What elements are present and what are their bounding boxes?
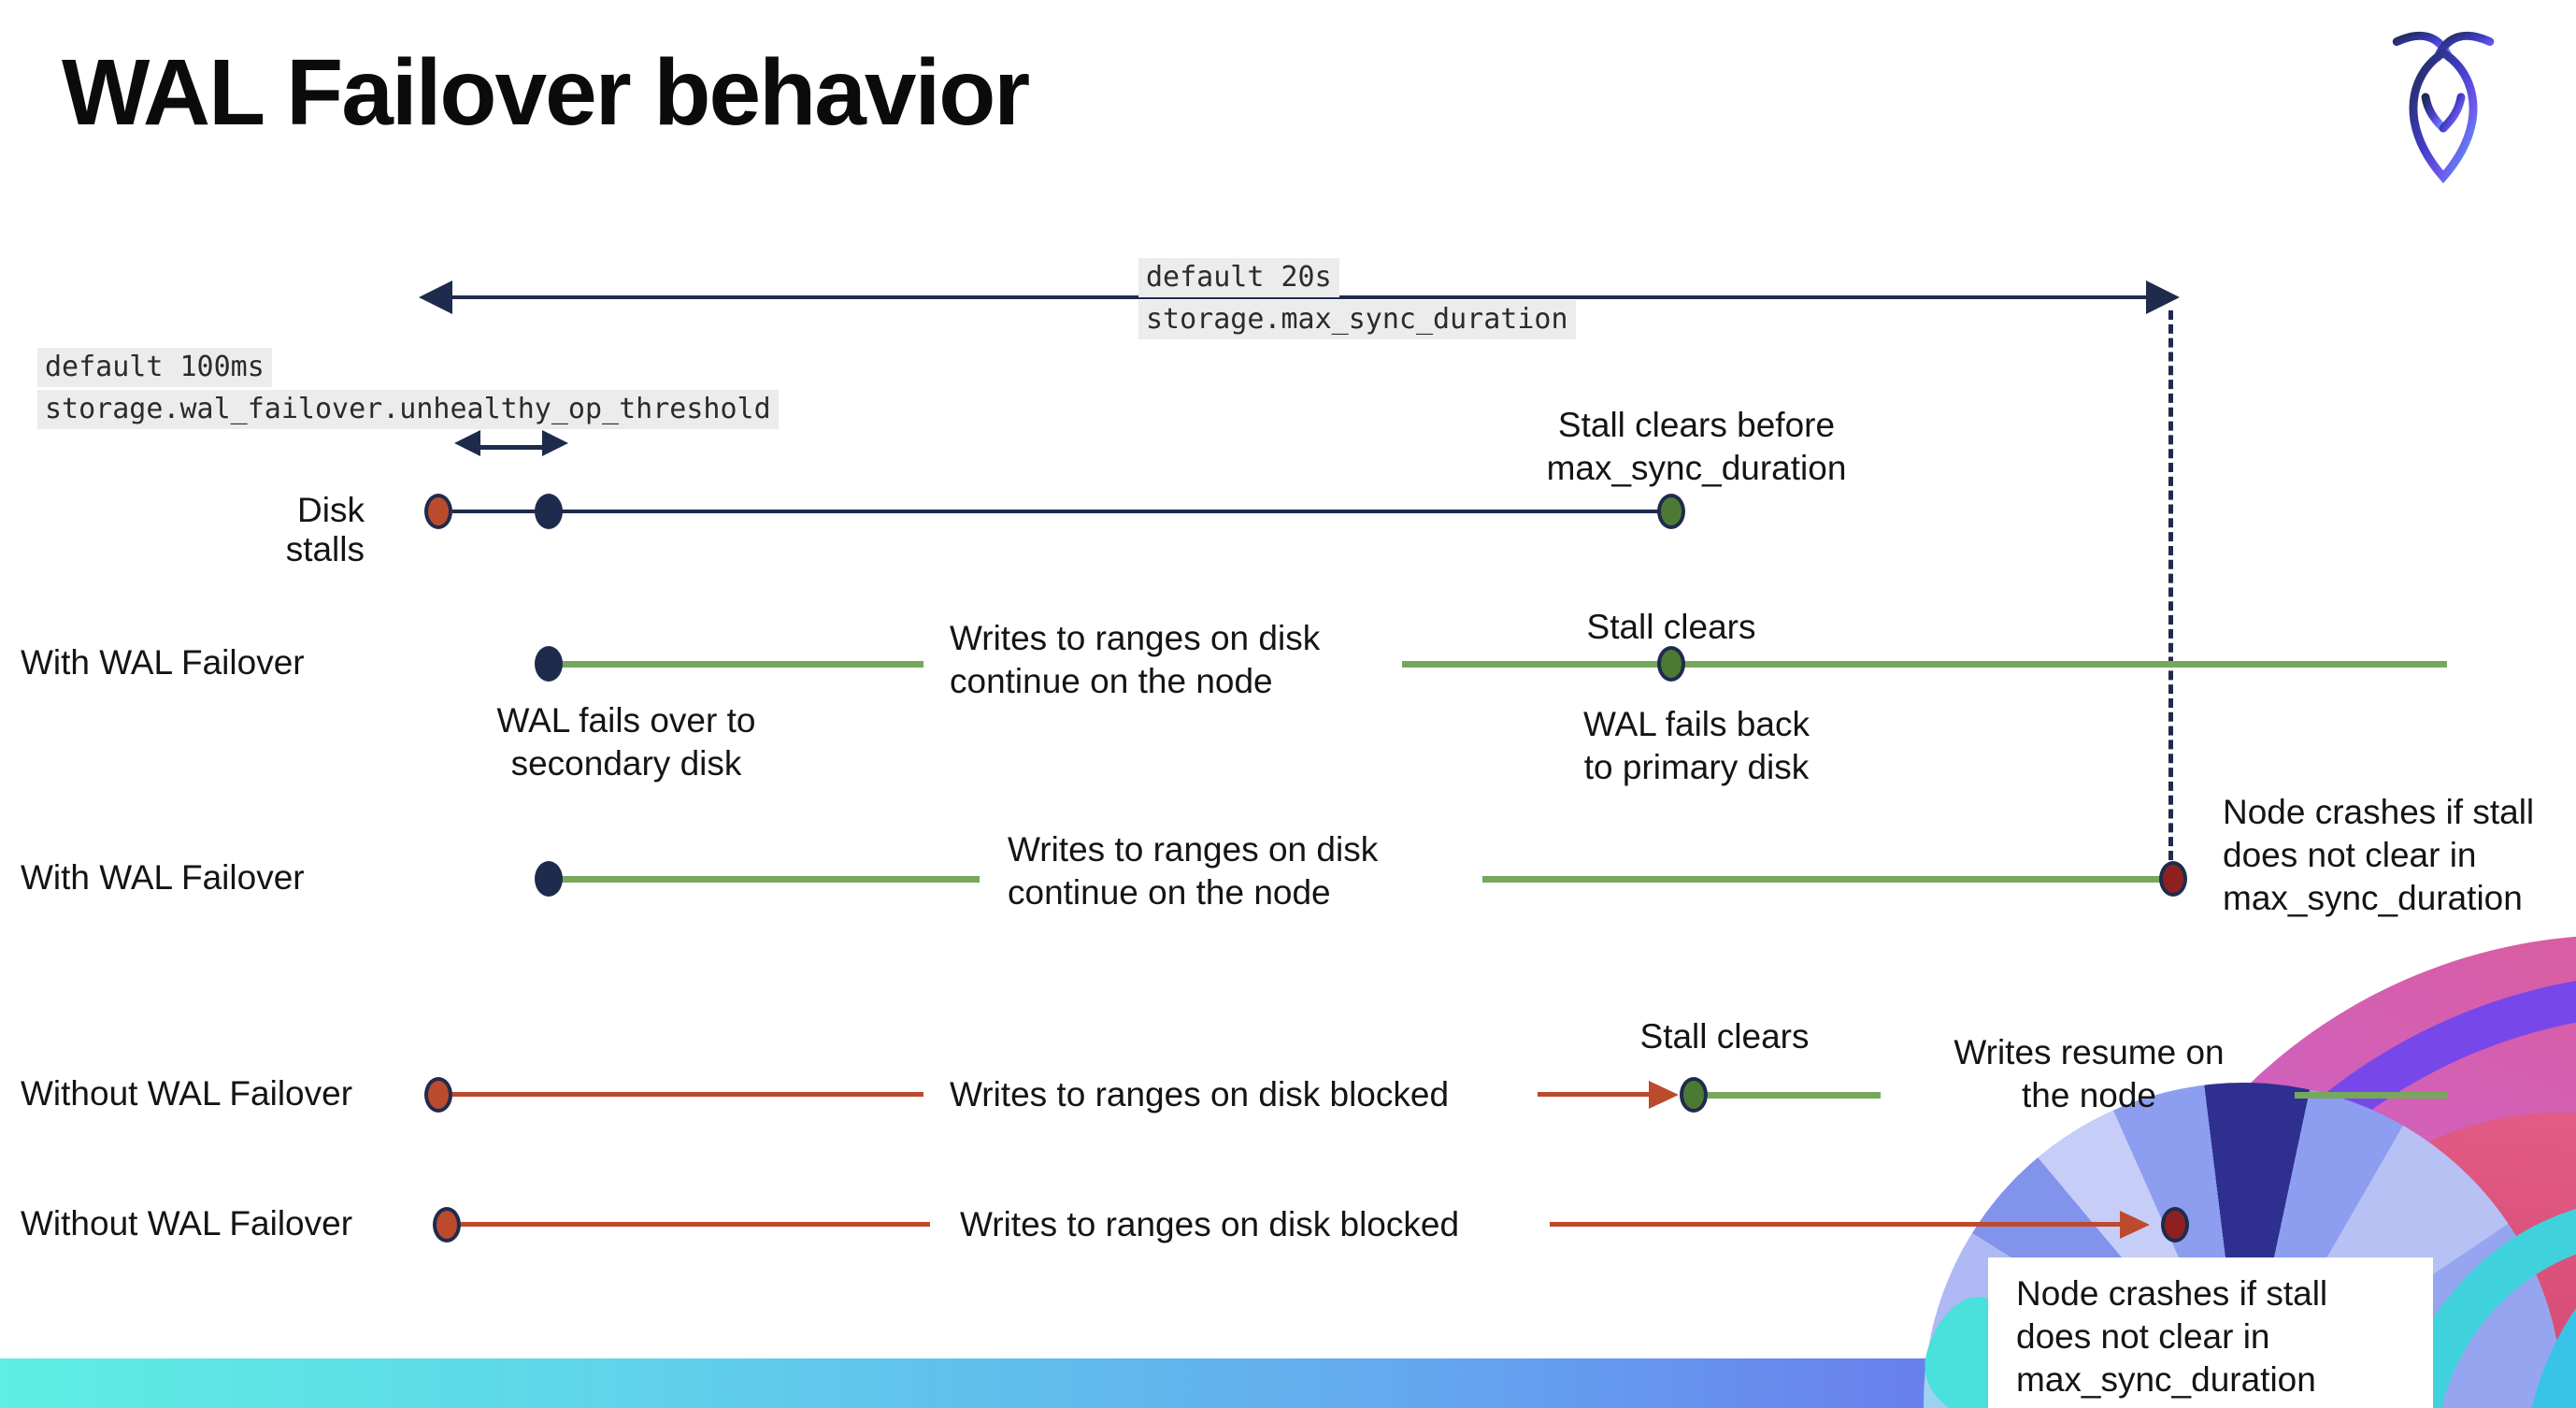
threshold-arrowhead-right-icon — [542, 430, 568, 456]
node-crashes-note-box: Node crashes if stall does not clear in … — [1988, 1257, 2433, 1408]
row-label-without-wal-failover-2: Without WAL Failover — [21, 1204, 353, 1243]
max-sync-duration-label: default 20s storage.max_sync_duration — [1138, 258, 1576, 342]
red-arrowhead-icon-2 — [2120, 1211, 2150, 1239]
threshold-dot — [535, 494, 563, 529]
row-label-with-wal-failover-2: With WAL Failover — [21, 858, 305, 897]
max-sync-deadline-dashed-line — [2168, 310, 2173, 860]
max-sync-default-value: default 20s — [1138, 258, 1339, 297]
threshold-arrowhead-left-icon — [454, 430, 480, 456]
cockroachdb-logo-icon — [2392, 31, 2495, 184]
disk-stall-line — [452, 510, 1658, 513]
writes-blocked-line-right — [1538, 1092, 1667, 1097]
writes-continue-line-right — [1402, 661, 2447, 668]
row-label-with-wal-failover: With WAL Failover — [21, 643, 305, 682]
row-label-without-wal-failover: Without WAL Failover — [21, 1074, 353, 1113]
writes-blocked-line-left-2 — [461, 1222, 930, 1227]
writes-continue-line-left — [561, 661, 923, 668]
stall-clears-dot-2 — [1680, 1077, 1708, 1113]
stall-start-dot — [424, 494, 452, 529]
stall-clears-text: Stall clears — [1586, 608, 1756, 646]
writes-continue-line-left-2 — [561, 876, 980, 883]
writes-continue-text-2: Writes to ranges on disk continue on the… — [1008, 830, 1379, 912]
failback-dot — [1657, 646, 1685, 682]
failover-dot-2 — [535, 861, 563, 897]
failover-dot — [535, 646, 563, 682]
wal-fails-back-text: WAL fails back to primary disk — [1583, 705, 1810, 786]
stall-clears-dot — [1657, 494, 1685, 529]
node-crash-dot-2 — [2161, 1207, 2189, 1243]
node-crashes-text: Node crashes if stall does not clear in … — [2223, 793, 2535, 917]
stall-start-dot-3 — [433, 1207, 461, 1243]
stall-clears-before-text: Stall clears before max_sync_duration — [1546, 406, 1847, 487]
wal-fails-over-text: WAL fails over to secondary disk — [496, 701, 756, 783]
node-crash-dot — [2159, 861, 2187, 897]
threshold-arrow-line — [472, 445, 551, 450]
writes-resume-line-right — [2295, 1092, 2447, 1099]
writes-resume-line-left — [1708, 1092, 1881, 1099]
writes-continue-line-right-2 — [1482, 876, 2161, 883]
stall-clears-text-2: Stall clears — [1639, 1017, 1810, 1056]
writes-blocked-line-left — [452, 1092, 923, 1097]
arrowhead-right-icon — [2146, 280, 2180, 314]
unhealthy-op-default-value: default 100ms — [37, 348, 272, 387]
node-crashes-text-2: Node crashes if stall does not clear in … — [2016, 1274, 2328, 1399]
writes-blocked-text-2: Writes to ranges on disk blocked — [960, 1205, 1460, 1243]
red-arrowhead-icon — [1649, 1081, 1679, 1109]
page-title: WAL Failover behavior — [62, 40, 1030, 145]
unhealthy-op-setting-name: storage.wal_failover.unhealthy_op_thresh… — [37, 390, 779, 429]
max-sync-duration-arrow-line — [439, 295, 2168, 299]
writes-blocked-text: Writes to ranges on disk blocked — [950, 1075, 1450, 1113]
writes-continue-text: Writes to ranges on disk continue on the… — [950, 619, 1321, 700]
row-label-disk-stalls: Disk stalls — [285, 491, 365, 568]
writes-resume-text: Writes resume on the node — [1953, 1033, 2225, 1114]
max-sync-setting-name: storage.max_sync_duration — [1138, 300, 1576, 339]
stall-start-dot-2 — [424, 1077, 452, 1113]
writes-blocked-line-right-2 — [1550, 1222, 2124, 1227]
arrowhead-left-icon — [419, 280, 452, 314]
unhealthy-op-threshold-label: default 100ms storage.wal_failover.unhea… — [37, 348, 779, 432]
